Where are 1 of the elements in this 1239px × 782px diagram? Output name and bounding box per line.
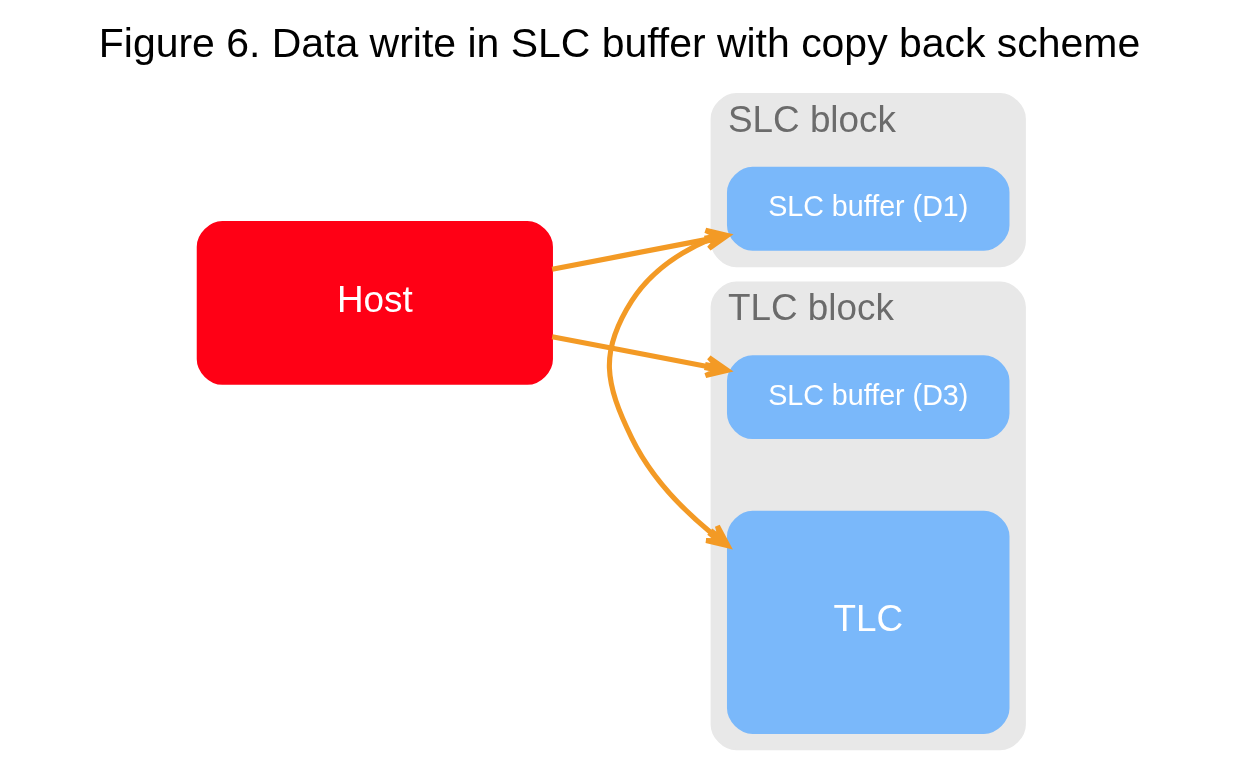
diagram-title: Figure 6. Data write in SLC buffer with copy back scheme [98,20,1141,67]
